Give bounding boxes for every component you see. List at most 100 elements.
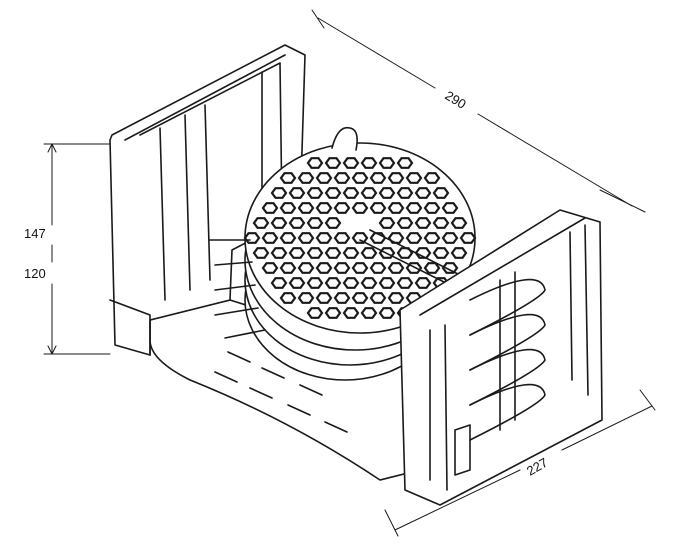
hex-cell xyxy=(306,187,324,199)
hex-cell xyxy=(405,172,423,184)
hex-cell xyxy=(351,202,369,214)
hex-cell xyxy=(279,292,297,304)
hex-cell xyxy=(387,202,405,214)
dimension-label-290: 290 xyxy=(442,88,468,112)
hex-cell xyxy=(369,262,387,274)
hex-cell xyxy=(342,277,360,289)
hex-cell xyxy=(297,292,315,304)
hex-cell xyxy=(324,307,342,319)
hex-cell xyxy=(414,217,432,229)
hex-cell xyxy=(360,277,378,289)
hex-cell xyxy=(351,262,369,274)
hex-cell xyxy=(387,262,405,274)
hex-cell xyxy=(360,157,378,169)
hex-cell xyxy=(405,202,423,214)
hex-cell xyxy=(378,277,396,289)
hex-cell xyxy=(414,277,432,289)
hex-cell xyxy=(306,307,324,319)
hex-cell xyxy=(441,262,459,274)
hex-cell xyxy=(333,232,351,244)
hex-cell xyxy=(396,217,414,229)
hex-cell xyxy=(441,232,459,244)
hex-cell xyxy=(369,292,387,304)
hex-cell xyxy=(270,217,288,229)
hex-cell xyxy=(243,232,261,244)
hex-cell xyxy=(315,292,333,304)
hex-cell xyxy=(279,232,297,244)
hex-cell xyxy=(297,262,315,274)
hex-cell xyxy=(306,157,324,169)
dimension-label-147: 147 xyxy=(24,226,46,241)
hex-cell xyxy=(378,247,396,259)
hex-cell xyxy=(351,232,369,244)
hex-cell xyxy=(387,292,405,304)
left-frame xyxy=(109,44,306,356)
hex-cell xyxy=(288,187,306,199)
hex-cell xyxy=(315,172,333,184)
hex-cell xyxy=(261,202,279,214)
hex-cell xyxy=(261,232,279,244)
hex-cell xyxy=(351,292,369,304)
hex-cell xyxy=(387,232,405,244)
hex-cell xyxy=(324,217,342,229)
hex-cell xyxy=(270,277,288,289)
dimension-height: 147 120 xyxy=(24,143,111,355)
hex-cell xyxy=(414,187,432,199)
hex-cell xyxy=(324,247,342,259)
hex-cell xyxy=(378,217,396,229)
hex-cell xyxy=(333,172,351,184)
hex-cell xyxy=(369,172,387,184)
hex-cell xyxy=(333,202,351,214)
hex-cell xyxy=(252,217,270,229)
hex-cell xyxy=(306,247,324,259)
hex-cell xyxy=(342,247,360,259)
hex-cell xyxy=(378,307,396,319)
hex-cell xyxy=(405,232,423,244)
hex-cell xyxy=(288,217,306,229)
hex-cell xyxy=(432,217,450,229)
hex-cell xyxy=(333,292,351,304)
hex-cell xyxy=(270,187,288,199)
hex-cell xyxy=(423,172,441,184)
hex-cell xyxy=(324,157,342,169)
hex-grid xyxy=(243,157,477,319)
hex-cell xyxy=(342,307,360,319)
hex-cell xyxy=(369,232,387,244)
hex-cell xyxy=(396,187,414,199)
dimension-label-120: 120 xyxy=(24,266,46,281)
hex-cell xyxy=(315,262,333,274)
hex-cell xyxy=(360,307,378,319)
wire-loops xyxy=(469,271,546,441)
hex-cell xyxy=(423,232,441,244)
hex-cell xyxy=(369,202,387,214)
hex-cell xyxy=(342,187,360,199)
hex-cell xyxy=(432,187,450,199)
hex-cell xyxy=(396,247,414,259)
hex-cell xyxy=(333,262,351,274)
hex-cell xyxy=(306,277,324,289)
hex-cell xyxy=(351,172,369,184)
hex-cell xyxy=(360,247,378,259)
hex-cell xyxy=(378,187,396,199)
hex-cell xyxy=(450,217,468,229)
hex-cell xyxy=(342,157,360,169)
hex-cell xyxy=(315,232,333,244)
hex-cell xyxy=(378,157,396,169)
hex-cell xyxy=(270,247,288,259)
hex-cell xyxy=(279,202,297,214)
hex-cell xyxy=(396,277,414,289)
hex-cell xyxy=(432,247,450,259)
right-frame xyxy=(399,209,603,506)
hex-cell xyxy=(423,202,441,214)
hex-cell xyxy=(459,232,477,244)
hex-cell xyxy=(441,202,459,214)
hex-cell xyxy=(297,202,315,214)
hex-cell xyxy=(315,202,333,214)
hex-cell xyxy=(252,247,270,259)
hex-cell xyxy=(297,172,315,184)
hex-cell xyxy=(450,247,468,259)
hex-cell xyxy=(288,247,306,259)
hex-cell xyxy=(306,217,324,229)
hex-cell xyxy=(360,187,378,199)
